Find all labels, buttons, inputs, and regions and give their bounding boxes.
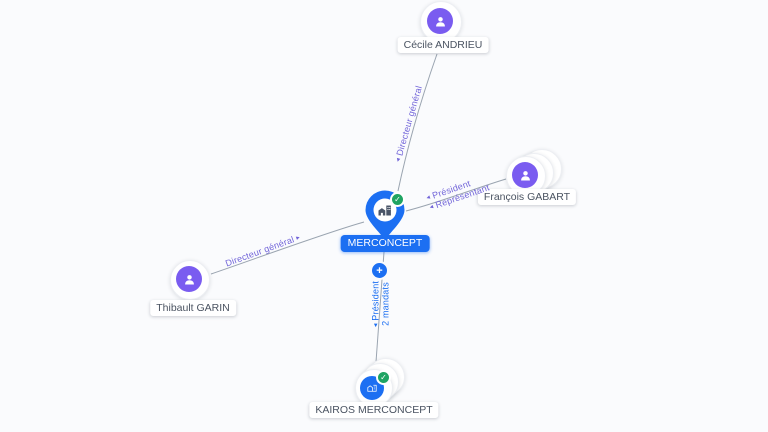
node-thibault-garin[interactable] [170,260,210,300]
expand-mandates-button[interactable]: + [372,263,387,278]
node-cecile-andrieu[interactable] [420,1,462,43]
node-label-thibault-garin[interactable]: Thibault GARIN [150,300,236,316]
edge-cecile-merconcept [397,53,438,192]
node-label-cecile-andrieu[interactable]: Cécile ANDRIEU [397,37,489,53]
node-label-merconcept[interactable]: MERCONCEPT [340,235,430,252]
edge-label-president-2-mandats: ◂ Président 2 mandats [370,280,391,328]
person-icon [176,266,202,292]
building-icon [378,205,391,216]
arrow-icon: ◂ [372,323,380,328]
person-icon [427,8,453,34]
node-label-francois-gabart[interactable]: François GABART [477,189,577,205]
node-kairos-merconcept[interactable] [355,369,393,407]
node-label-kairos-merconcept[interactable]: KAIROS MERCONCEPT [309,402,439,418]
verified-badge-kairos: ✓ [376,370,391,385]
edge-thibault-merconcept [210,221,365,275]
person-icon [512,162,538,188]
edge-francois-merconcept [405,178,507,212]
verified-badge-merconcept: ✓ [390,192,405,207]
